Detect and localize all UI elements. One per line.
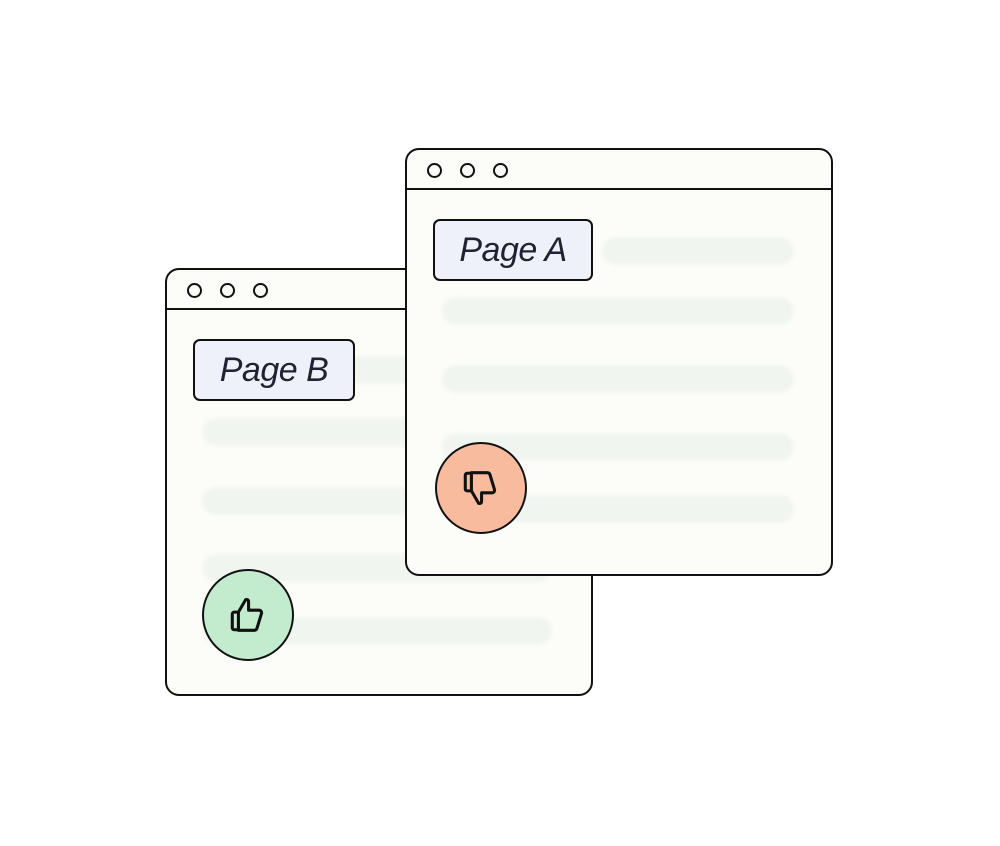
placeholder-line: [442, 365, 794, 393]
placeholder-line: [442, 297, 794, 325]
page-label-text: Page A: [459, 230, 567, 269]
thumbs-up-icon: [230, 598, 264, 632]
window-control-dot[interactable]: [187, 283, 202, 298]
browser-window-page-a: Page A: [405, 148, 833, 576]
thumbs-down-icon: [463, 471, 497, 505]
window-control-dot[interactable]: [220, 283, 235, 298]
window-control-dot[interactable]: [460, 163, 475, 178]
thumbs-down-button[interactable]: [435, 442, 527, 534]
window-titlebar: [407, 150, 831, 190]
placeholder-line: [602, 237, 794, 265]
window-titlebar: [167, 270, 591, 310]
window-control-dot[interactable]: [493, 163, 508, 178]
page-label-tag: Page A: [433, 219, 593, 281]
window-control-dot[interactable]: [427, 163, 442, 178]
page-label-text: Page B: [219, 350, 329, 389]
window-control-dot[interactable]: [253, 283, 268, 298]
thumbs-up-button[interactable]: [202, 569, 294, 661]
page-label-tag: Page B: [193, 339, 355, 401]
